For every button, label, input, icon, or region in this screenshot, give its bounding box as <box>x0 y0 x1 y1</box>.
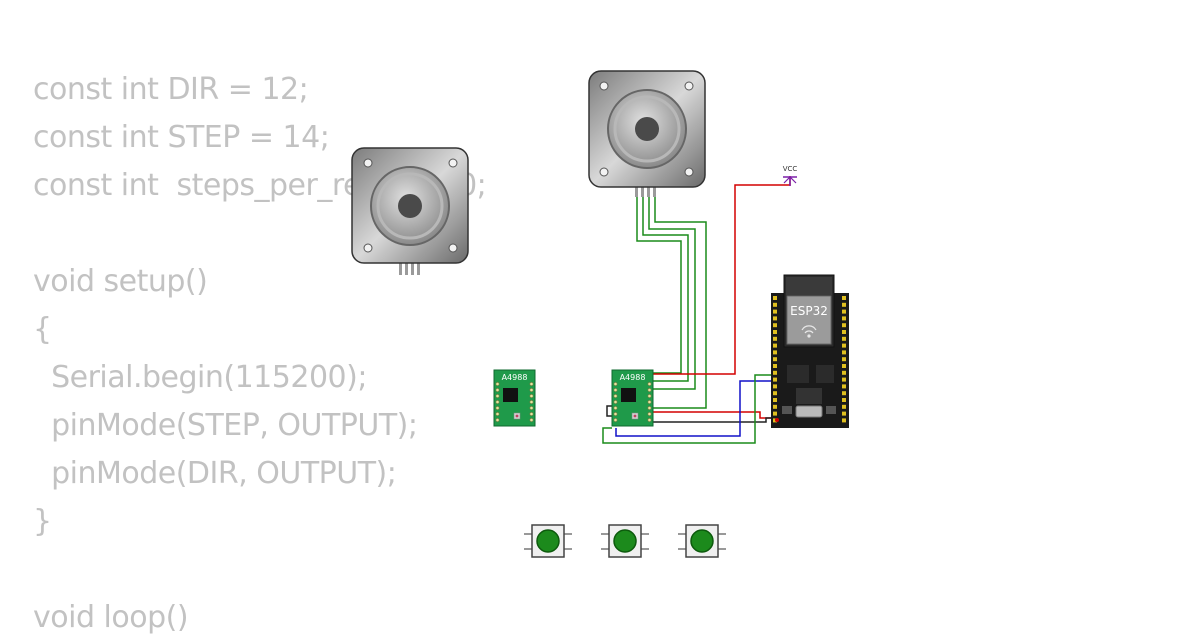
esp32-board[interactable]: ESP32 <box>771 274 849 428</box>
a4988-driver-left[interactable]: A4988 <box>493 369 536 427</box>
esp32-pin <box>842 364 846 368</box>
esp32-pin <box>773 418 777 423</box>
esp32-pin <box>842 418 846 423</box>
esp32-pin <box>842 398 846 402</box>
esp32-pin <box>842 316 846 321</box>
stepper-motor-top[interactable] <box>588 70 706 197</box>
esp32-pin <box>773 391 777 396</box>
code-line: void setup() <box>33 264 208 299</box>
vcc-terminal[interactable]: VCC <box>783 165 798 186</box>
vcc-label: VCC <box>783 165 798 173</box>
code-line: pinMode(STEP, OUTPUT); <box>33 408 418 443</box>
esp32-pin <box>773 316 777 321</box>
esp32-pin <box>773 377 777 382</box>
push-button-3[interactable] <box>678 524 726 558</box>
code-line: pinMode(DIR, OUTPUT); <box>33 456 397 491</box>
esp32-pin <box>773 302 777 307</box>
esp32-pin <box>773 404 777 409</box>
code-line: const int STEP = 14; <box>33 120 330 155</box>
esp32-pin <box>842 404 846 409</box>
esp32-pin <box>842 350 846 355</box>
esp32-pin <box>842 330 846 334</box>
driver-left-label: A4988 <box>502 373 528 382</box>
esp32-pin <box>773 370 777 375</box>
esp32-pin <box>773 296 777 300</box>
esp32-pin <box>842 357 846 362</box>
code-line: { <box>33 312 52 347</box>
esp32-pin <box>842 336 846 341</box>
push-button-1[interactable] <box>524 524 572 558</box>
code-editor-background: const int DIR = 12; const int STEP = 14;… <box>33 66 487 642</box>
esp32-pin <box>842 296 846 300</box>
esp32-pin <box>773 343 777 348</box>
esp32-pin <box>842 391 846 396</box>
code-line: } <box>33 504 52 539</box>
wires-motor-coil <box>636 197 707 409</box>
esp32-pin <box>773 336 777 341</box>
code-line: Serial.begin(115200); <box>33 360 367 395</box>
esp32-pin <box>842 323 846 328</box>
wire-vcc <box>652 176 791 375</box>
esp32-pin <box>773 357 777 362</box>
esp32-pin <box>842 370 846 375</box>
esp32-pin <box>773 398 777 402</box>
esp32-pin <box>773 309 777 314</box>
esp32-pin <box>842 411 846 416</box>
esp32-pin <box>773 364 777 368</box>
esp32-pin <box>773 330 777 334</box>
esp32-pin <box>773 350 777 355</box>
wifi-icon <box>801 325 817 338</box>
esp32-label: ESP32 <box>790 304 828 318</box>
esp32-pin-headers <box>773 296 846 423</box>
esp32-pin <box>842 384 846 389</box>
esp32-pin <box>842 377 846 382</box>
esp32-pin <box>773 323 777 328</box>
driver-right-label: A4988 <box>620 373 646 382</box>
esp32-pin <box>842 309 846 314</box>
code-line: const int DIR = 12; <box>33 72 309 107</box>
push-button-2[interactable] <box>601 524 649 558</box>
stepper-motor-left[interactable] <box>351 147 469 275</box>
esp32-pin <box>842 302 846 307</box>
esp32-pin <box>773 384 777 389</box>
esp32-pin <box>773 411 777 416</box>
code-line: void loop() <box>33 600 189 635</box>
a4988-driver-right[interactable]: A4988 <box>611 369 654 427</box>
esp32-pin <box>842 343 846 348</box>
